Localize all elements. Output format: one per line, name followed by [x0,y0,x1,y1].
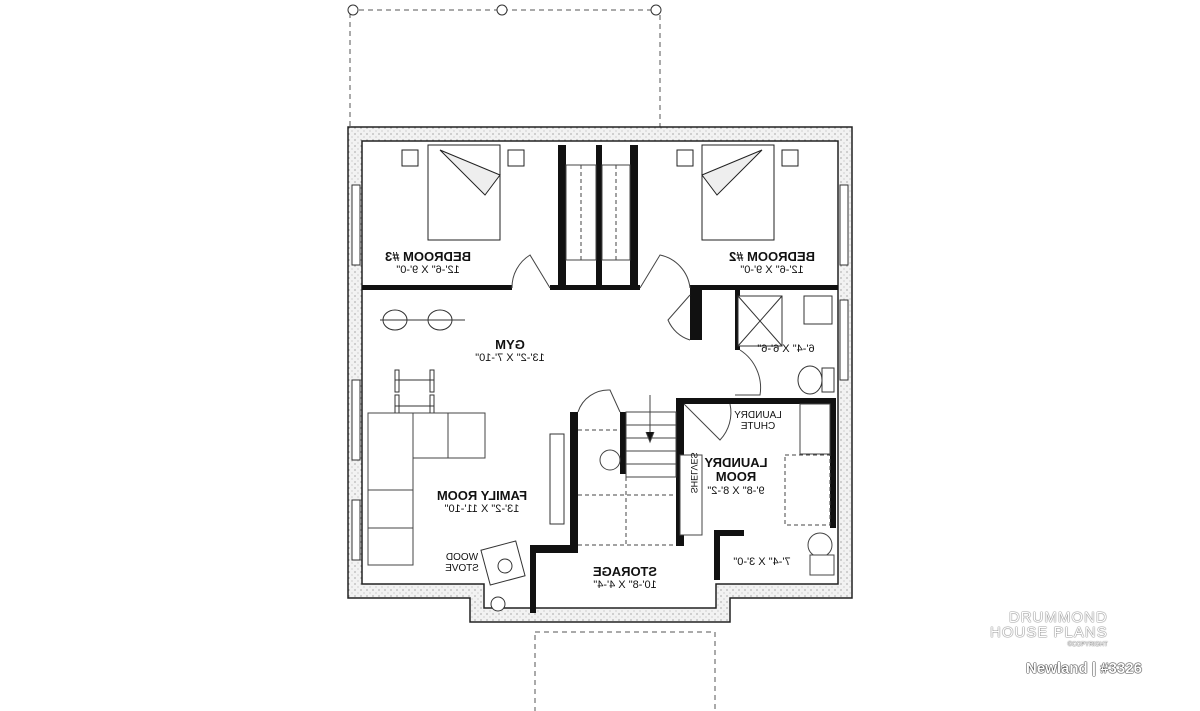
tv-console [549,433,565,525]
sectional-sofa [367,412,486,566]
room-label-bedroom3: BEDROOM #3 12'-6" X 9'-0" [385,249,471,277]
drummond-logo: DRUMMOND HOUSE PLANS ©COPYRIGHT [990,609,1108,648]
stairs [578,395,677,546]
room-label-bathroom: 6'-4" X 6'-6" [757,343,815,355]
room-label-mechanical: 7'-4" X 3'-0" [733,556,791,568]
room-label-storage: STORAGE 10'-8" X 4'-4" [592,564,658,592]
plan-reference: Newland | #3326 [1026,660,1142,677]
room-label-bedroom2: BEDROOM #2 12'-6" X 9'-0" [729,249,815,277]
deck-posts [347,4,662,16]
room-label-gym: GYM 13'-2" X 7'-10" [475,337,545,365]
door-swings [511,254,762,441]
gym-equipment [380,309,465,418]
room-label-family: FAMILY ROOM 13'-2" X 11'-10" [436,488,528,516]
wood-stove-label: WOOD STOVE [445,552,479,574]
wood-stove [480,540,526,612]
windows [351,184,849,561]
laundry-fixtures [679,403,835,576]
shelves-label: SHELVES [688,452,699,494]
room-label-laundry: LAUNDRY ROOM 9'-8" X 8'-2" [704,455,768,497]
laundry-chute-label: LAUNDRY CHUTE [734,410,782,432]
beds [401,144,799,241]
bathroom-fixtures [737,295,835,395]
